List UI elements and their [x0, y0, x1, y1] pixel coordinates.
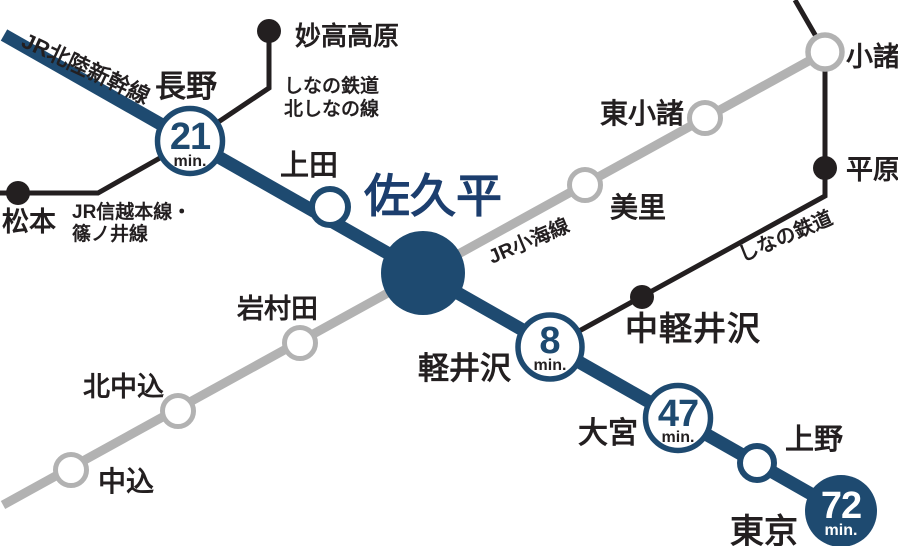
station-label-komoro: 小諸 [846, 41, 898, 72]
badge-unit-tokyo: min. [825, 522, 858, 539]
station-label-ueda: 上田 [280, 149, 338, 182]
station-label-iwamurada: 岩村田 [236, 294, 318, 324]
station-label-karuizawa: 軽井沢 [418, 351, 512, 386]
line-label-hokuriku-shinkansen: JR北陸新幹線 [18, 28, 154, 109]
station-label-matsumoto: 松本 [2, 207, 56, 237]
badge-unit-karuizawa: min. [534, 357, 567, 374]
badge-minutes-karuizawa: 8 [539, 320, 560, 362]
station-marker-misato [567, 167, 603, 203]
badge-minutes-nagano: 21 [170, 116, 211, 158]
station-marker-hirahara [813, 156, 837, 180]
station-label-hirahara: 平原 [846, 155, 898, 185]
station-label-kita-nakagomi: 北中込 [83, 372, 164, 402]
station-label-ueno: 上野 [785, 423, 843, 456]
badge-minutes-omiya: 47 [658, 393, 698, 435]
station-label-myoko-kogen: 妙高高原 [295, 21, 399, 51]
line-label-shinetsu-1: JR信越本線・ [72, 200, 191, 223]
travel-time-badge-nagano: 21 min. [154, 105, 226, 177]
badge-circle-nagano [154, 105, 226, 177]
station-label-nakagomi: 中込 [98, 466, 154, 497]
station-marker-myoko-kogen [257, 19, 281, 43]
travel-time-badge-omiya: 47 min. [642, 382, 714, 454]
station-label-naka-karuizawa: 中軽井沢 [625, 310, 761, 347]
line-label-kita-shinano-1: しなの鉄道 [284, 74, 379, 97]
station-marker-higashi-komoro [687, 100, 723, 136]
badge-circle-omiya [642, 382, 714, 454]
shinano-tetsudo-line [548, 0, 828, 350]
station-label-higashi-komoro: 東小諸 [600, 97, 684, 129]
station-marker-iwamurada [282, 325, 318, 361]
station-marker-sakudaira [381, 231, 465, 315]
station-label-misato: 美里 [610, 192, 666, 223]
badge-unit-nagano: min. [174, 153, 207, 170]
line-label-kita-shinano-2: 北しなの線 [284, 97, 379, 120]
badge-minutes-tokyo: 72 [821, 485, 861, 527]
badge-circle-tokyo [805, 475, 877, 546]
travel-time-badge-tokyo: 72 min. [805, 475, 877, 546]
station-label-sakudaira: 佐久平 [363, 171, 502, 222]
badge-unit-omiya: min. [662, 429, 695, 446]
station-marker-komoro [805, 32, 845, 72]
station-marker-ueno [737, 443, 777, 483]
line-label-shinetsu-2: 篠ノ井線 [72, 222, 148, 245]
station-marker-naka-karuizawa [630, 285, 654, 309]
station-marker-nakagomi [53, 452, 89, 488]
badge-circle-karuizawa [515, 312, 585, 382]
station-marker-kita-nakagomi [160, 393, 196, 429]
station-marker-matsumoto [6, 181, 30, 205]
station-marker-ueda [309, 186, 351, 228]
travel-time-badge-karuizawa: 8 min. [515, 312, 585, 382]
station-label-tokyo: 東京 [730, 513, 798, 546]
station-label-omiya: 大宮 [578, 417, 638, 450]
station-label-nagano: 長野 [155, 69, 217, 104]
